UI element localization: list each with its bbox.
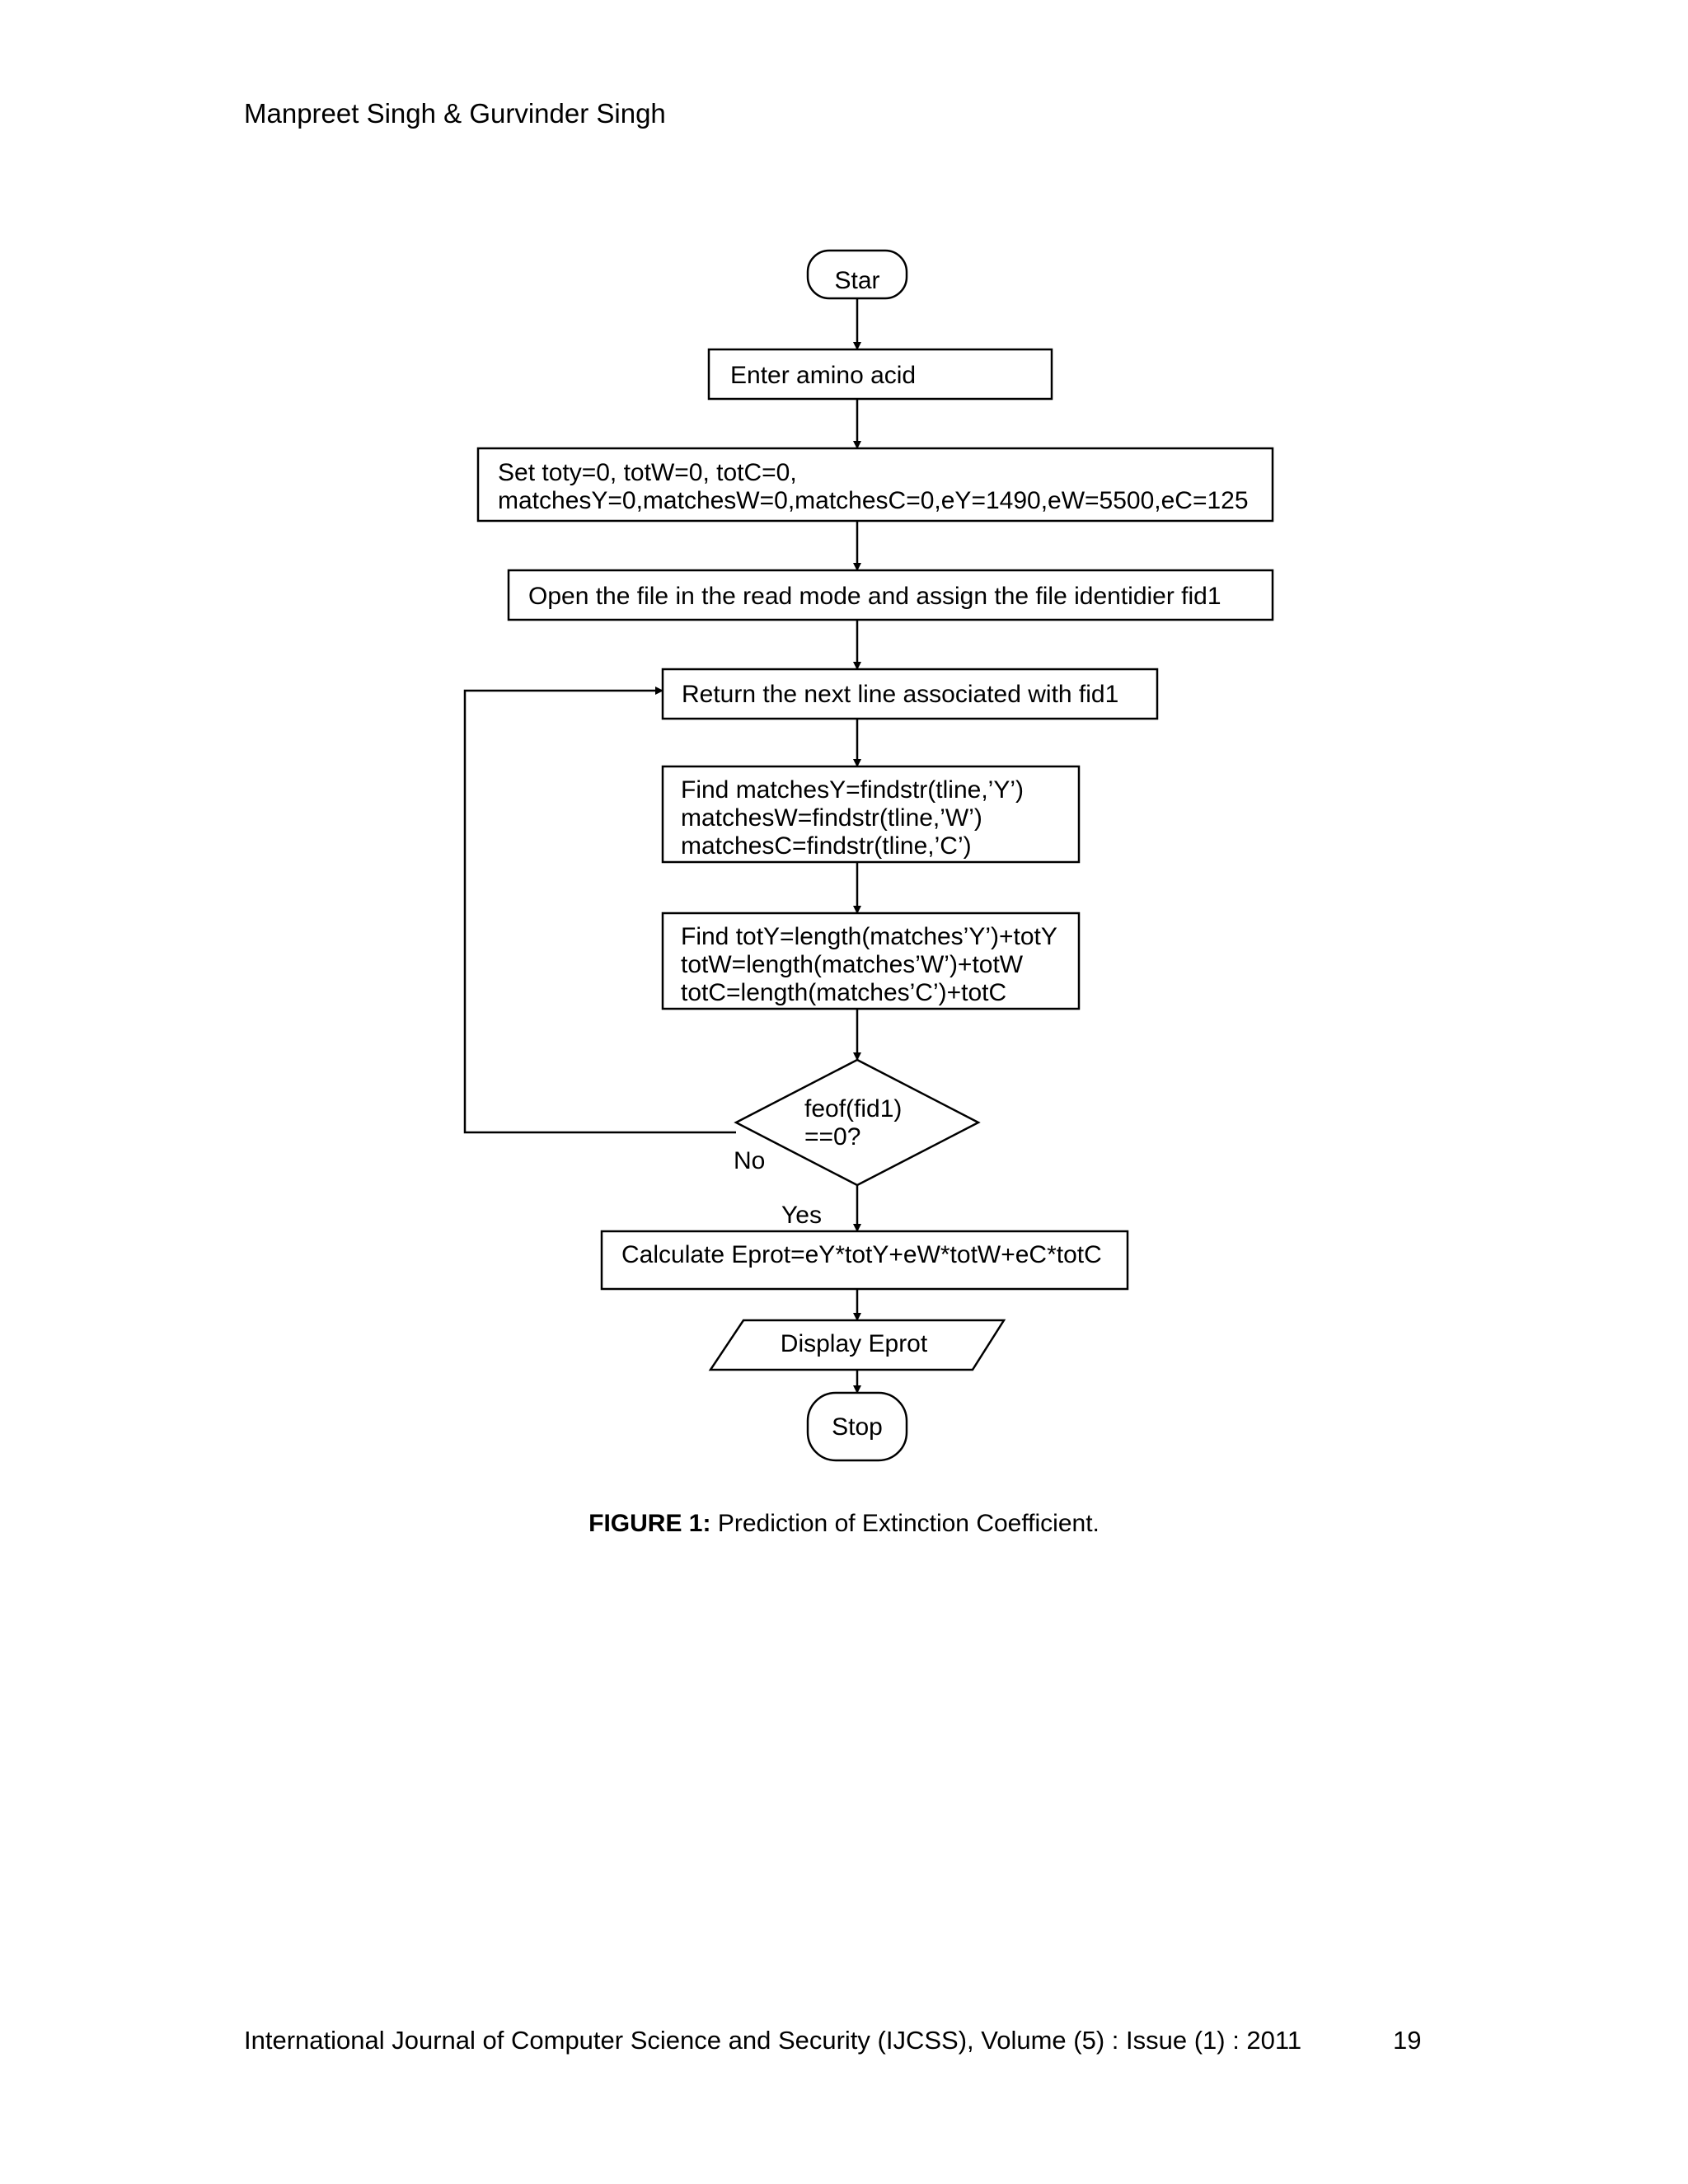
set-label-line-2: matchesY=0,matchesW=0,matchesC=0,eY=1490… xyxy=(498,487,1249,514)
find-tot-line-2: totW=length(matches’W’)+totW xyxy=(681,951,1024,978)
decision-diamond xyxy=(734,1058,981,1187)
yes-label: Yes xyxy=(781,1202,822,1229)
figure-caption-label: FIGURE 1: xyxy=(588,1510,711,1537)
stop-label: Stop xyxy=(832,1413,883,1441)
find-matches-line-2: matchesW=findstr(tline,’W’) xyxy=(681,804,982,832)
find-tot-box xyxy=(661,912,1081,1010)
find-tot-line-1: Find totY=length(matches’Y’)+totY xyxy=(681,923,1057,950)
decision-label-line-2: ==0? xyxy=(804,1123,860,1151)
enter-amino-acid-box xyxy=(707,348,1053,401)
display-label: Display Eprot xyxy=(781,1330,928,1357)
calculate-label: Calculate Eprot=eY*totY+eW*totW+eC*totC xyxy=(621,1241,1102,1268)
figure-caption: FIGURE 1: Prediction of Extinction Coeff… xyxy=(0,1510,1688,1538)
journal-footer: International Journal of Computer Scienc… xyxy=(244,2026,1302,2055)
find-matches-line-3: matchesC=findstr(tline,’C’) xyxy=(681,832,972,860)
decision-label-line-1: feof(fid1) xyxy=(804,1095,902,1122)
enter-label: Enter amino acid xyxy=(730,362,916,389)
open-file-box xyxy=(507,569,1274,621)
find-matches-box xyxy=(661,765,1081,864)
calculate-box xyxy=(600,1230,1129,1291)
figure-caption-text: Prediction of Extinction Coefficient. xyxy=(710,1510,1100,1537)
display-io-box xyxy=(708,1319,1006,1371)
open-label: Open the file in the read mode and assig… xyxy=(528,583,1221,610)
start-label: Star xyxy=(834,267,879,294)
page-number: 19 xyxy=(1393,2026,1422,2055)
set-label-line-1: Set toty=0, totW=0, totC=0, xyxy=(498,459,797,486)
running-header: Manpreet Singh & Gurvinder Singh xyxy=(244,98,666,129)
return-label: Return the next line associated with fid… xyxy=(682,681,1118,708)
no-label: No xyxy=(734,1147,765,1174)
find-tot-line-3: totC=length(matches’C’)+totC xyxy=(681,979,1006,1006)
set-variables-box xyxy=(476,447,1274,523)
find-matches-line-1: Find matchesY=findstr(tline,’Y’) xyxy=(681,776,1024,804)
loop-back-no-arrow xyxy=(463,687,736,1134)
